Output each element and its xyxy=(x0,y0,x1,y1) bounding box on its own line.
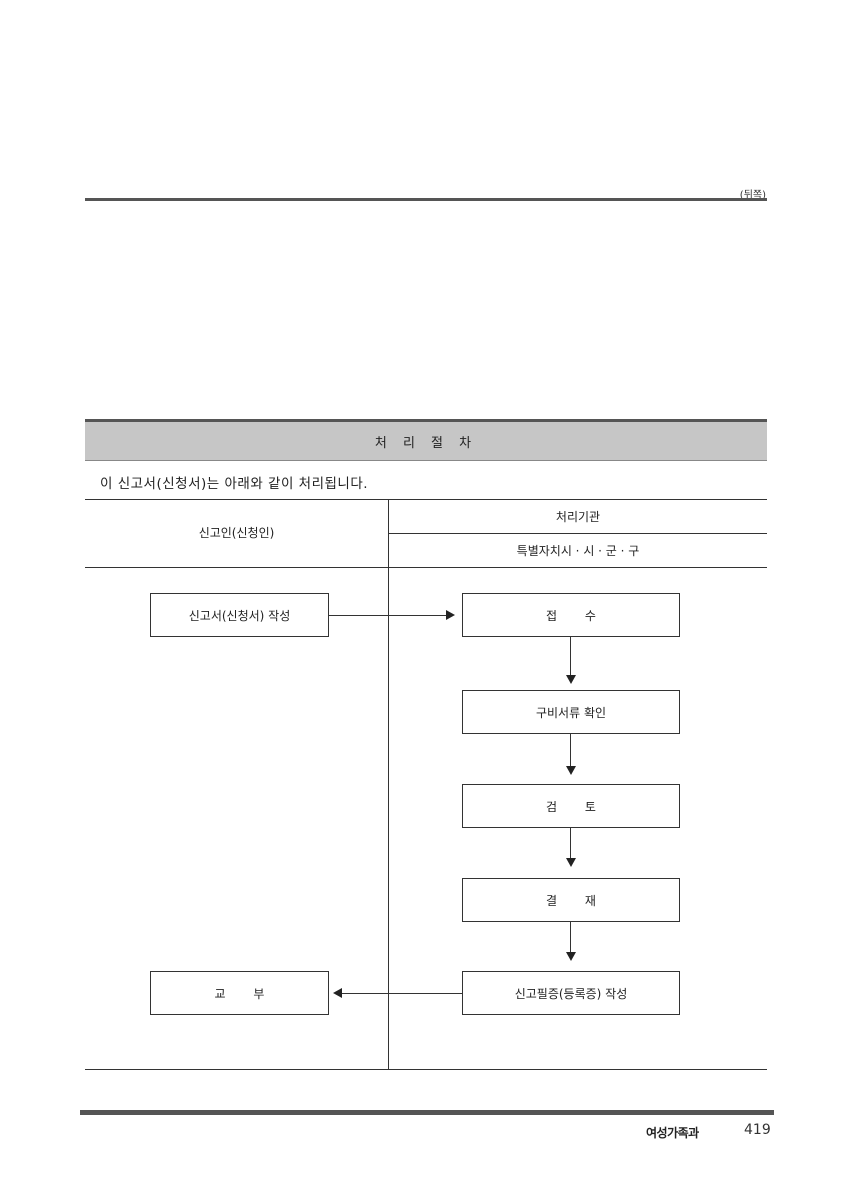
step-review: 검 토 xyxy=(462,784,680,828)
step-write-label: 신고서(신청서) 작성 xyxy=(188,608,291,623)
section-header: 처 리 절 차 xyxy=(85,419,767,461)
step-check-docs-label: 구비서류 확인 xyxy=(535,705,607,720)
step-receive-label: 접 수 xyxy=(546,608,608,623)
arrow-review-to-approve-line xyxy=(570,828,571,858)
arrow-approve-to-issue-line xyxy=(570,922,571,952)
arrow-down-icon xyxy=(566,858,576,867)
step-approve: 결 재 xyxy=(462,878,680,922)
column-divider xyxy=(388,499,389,1070)
arrow-down-icon xyxy=(566,952,576,961)
table-bottom-border xyxy=(85,1069,767,1070)
footer-department: 여성가족과 xyxy=(646,1126,699,1140)
arrow-right-icon xyxy=(446,610,455,620)
section-title: 처 리 절 차 xyxy=(374,435,478,451)
step-deliver-label: 교 부 xyxy=(214,986,277,1001)
step-deliver: 교 부 xyxy=(150,971,329,1015)
step-approve-label: 결 재 xyxy=(546,893,608,908)
arrow-check-to-review-line xyxy=(570,734,571,766)
agency-column-header: 처리기관 xyxy=(555,510,601,524)
table-top-border xyxy=(85,499,767,500)
footer-divider xyxy=(80,1110,774,1115)
arrow-issue-to-deliver-line xyxy=(342,993,462,994)
step-check-documents: 구비서류 확인 xyxy=(462,690,680,734)
arrow-receive-to-check-line xyxy=(570,637,571,675)
step-write-application: 신고서(신청서) 작성 xyxy=(150,593,329,637)
arrow-down-icon xyxy=(566,766,576,775)
agency-header-divider xyxy=(389,533,767,534)
arrow-down-icon xyxy=(566,675,576,684)
step-issue-label: 신고필증(등록증) 작성 xyxy=(514,986,628,1001)
step-issue-certificate: 신고필증(등록증) 작성 xyxy=(462,971,680,1015)
arrow-write-to-receive-line xyxy=(329,615,446,616)
applicant-column-header: 신고인(신청인) xyxy=(198,526,275,540)
intro-text: 이 신고서(신청서)는 아래와 같이 처리됩니다. xyxy=(100,476,369,492)
step-receive: 접 수 xyxy=(462,593,680,637)
table-header-bottom-border xyxy=(85,567,767,568)
agency-subheader: 특별자치시 · 시 · 군 · 구 xyxy=(516,544,640,558)
arrow-left-icon xyxy=(333,988,342,998)
page-number: 419 xyxy=(744,1122,771,1138)
step-review-label: 검 토 xyxy=(546,799,608,814)
back-side-label: (뒤쪽) xyxy=(739,190,766,201)
top-divider xyxy=(85,198,767,201)
